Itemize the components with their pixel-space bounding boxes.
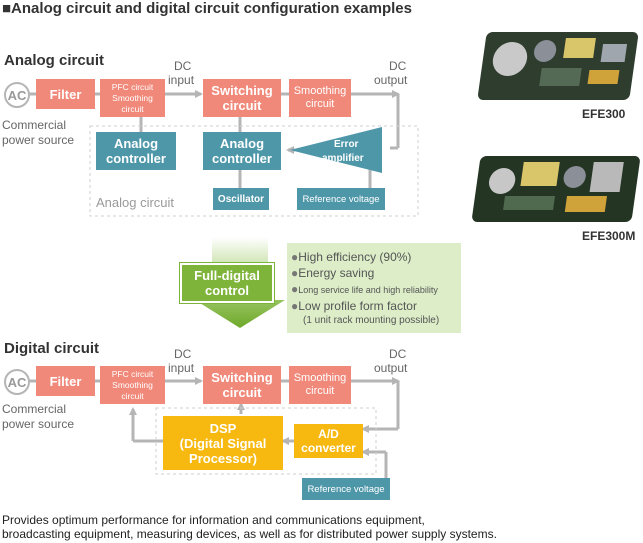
benefit-item: ●High efficiency (90%)	[291, 249, 457, 265]
analog-commercial-line2: power source	[2, 133, 75, 147]
analog-commercial-line1: Commercial	[2, 118, 67, 132]
analog-region-border	[89, 125, 419, 217]
analog-dc-output-line2: output	[374, 73, 408, 87]
dsp-box: DSP (Digital Signal Processor)	[163, 416, 283, 470]
analog-filter-box: Filter	[36, 79, 95, 109]
footer-line1: Provides optimum performance for informa…	[2, 513, 425, 527]
benefit-item: ●Long service life and high reliability	[291, 281, 457, 298]
analog-reference-label: Reference voltage	[302, 193, 380, 205]
digital-pfc-line1: PFC circuit	[111, 368, 154, 379]
efe300-product-image	[477, 32, 639, 100]
analog-dc-input-line1: DC	[174, 59, 192, 73]
benefit-item: ●Energy saving	[291, 265, 457, 281]
digital-switching-line2: circuit	[222, 385, 262, 400]
bullet-icon: ●	[291, 299, 299, 313]
analog-region-label: Analog circuit	[96, 195, 175, 210]
analog-controller-box-1: Analog controller	[96, 132, 176, 170]
digital-switching-box: Switching circuit	[203, 366, 281, 404]
analog-ac-circle: AC	[4, 82, 30, 108]
analog-ac-label: AC	[7, 87, 27, 103]
benefit-text: High efficiency (90%)	[298, 250, 412, 264]
digital-commercial-line1: Commercial	[2, 402, 67, 416]
dsp-line1: DSP	[209, 420, 237, 436]
digital-ac-circle: AC	[4, 369, 30, 395]
analog-heading: Analog circuit	[4, 52, 105, 69]
digital-ac-label: AC	[7, 374, 27, 390]
oscillator-label: Oscillator	[217, 193, 265, 205]
digital-switching-line1: Switching	[211, 370, 273, 385]
full-digital-box: Full-digital control	[180, 263, 274, 303]
analog-pfc-line1: PFC circuit	[111, 81, 154, 92]
oscillator-box: Oscillator	[213, 188, 269, 210]
digital-reference-box: Reference voltage	[302, 478, 390, 500]
analog-controller-1-line1: Analog	[113, 136, 159, 151]
digital-smoothing-line1: Smoothing	[293, 372, 347, 384]
analog-controller-2-line1: Analog	[219, 136, 265, 151]
digital-commercial-line2: power source	[2, 417, 75, 431]
analog-dc-input-line2: input	[168, 73, 195, 87]
digital-smoothing-box: Smoothing circuit	[289, 366, 351, 404]
footer-line2: broadcasting equipment, measuring device…	[2, 527, 497, 541]
analog-filter-label: Filter	[49, 86, 82, 102]
efe300-label: EFE300	[582, 107, 626, 121]
analog-controller-2-line2: controller	[212, 151, 272, 166]
dsp-line3: Processor)	[189, 450, 257, 466]
digital-heading: Digital circuit	[4, 340, 100, 357]
analog-controller-box-2: Analog controller	[203, 132, 281, 170]
bullet-icon: ●	[291, 266, 299, 280]
benefit-note: (1 unit rack mounting possible)	[303, 315, 440, 326]
analog-pfc-box: PFC circuit Smoothing circuit	[100, 79, 165, 117]
bullet-icon: ●	[291, 282, 299, 296]
benefit-item: ●Low profile form factor	[291, 298, 457, 314]
analog-switching-line2: circuit	[222, 98, 262, 113]
digital-dc-input-line1: DC	[174, 347, 192, 361]
ad-converter-line1: A/D	[318, 427, 339, 441]
benefit-text: Energy saving	[298, 266, 375, 280]
analog-pfc-line2: Smoothing circuit	[112, 92, 153, 114]
full-digital-line1: Full-digital	[194, 268, 260, 283]
analog-controller-1-line2: controller	[106, 151, 166, 166]
full-digital-line2: control	[204, 283, 250, 298]
error-amplifier-line1: Error	[334, 139, 359, 150]
digital-smoothing-line2: circuit	[305, 385, 335, 397]
digital-filter-label: Filter	[49, 373, 82, 389]
analog-smoothing-box: Smoothing circuit	[289, 79, 351, 117]
efe300m-product-image	[471, 156, 641, 222]
analog-smoothing-line2: circuit	[305, 98, 335, 110]
digital-dc-output-line2: output	[374, 361, 408, 375]
digital-dc-input-line2: input	[168, 361, 195, 375]
benefit-text: Long service life and high reliability	[298, 285, 438, 295]
benefits-panel: ●High efficiency (90%) ●Energy saving ●L…	[287, 243, 461, 333]
digital-pfc-line2: Smoothing circuit	[112, 379, 153, 401]
error-amplifier-line2: amplifier	[322, 153, 364, 164]
ad-converter-line2: converter	[301, 441, 356, 455]
ad-converter-box: A/D converter	[294, 424, 363, 458]
benefit-text: Low profile form factor	[298, 299, 417, 313]
bullet-icon: ●	[291, 250, 299, 264]
digital-region-border	[155, 407, 377, 475]
page-title: ■Analog circuit and digital circuit conf…	[2, 0, 412, 17]
efe300m-label: EFE300M	[582, 229, 636, 243]
digital-reference-label: Reference voltage	[307, 483, 385, 495]
analog-dc-output-line1: DC	[389, 59, 407, 73]
analog-smoothing-line1: Smoothing	[293, 85, 347, 97]
analog-reference-box: Reference voltage	[297, 188, 385, 210]
digital-pfc-box: PFC circuit Smoothing circuit	[100, 366, 165, 404]
analog-switching-line1: Switching	[211, 83, 273, 98]
digital-filter-box: Filter	[36, 366, 95, 396]
digital-dc-output-line1: DC	[389, 347, 407, 361]
error-amplifier-triangle	[290, 127, 382, 173]
analog-switching-box: Switching circuit	[203, 79, 281, 117]
dsp-line2: (Digital Signal	[179, 435, 267, 451]
